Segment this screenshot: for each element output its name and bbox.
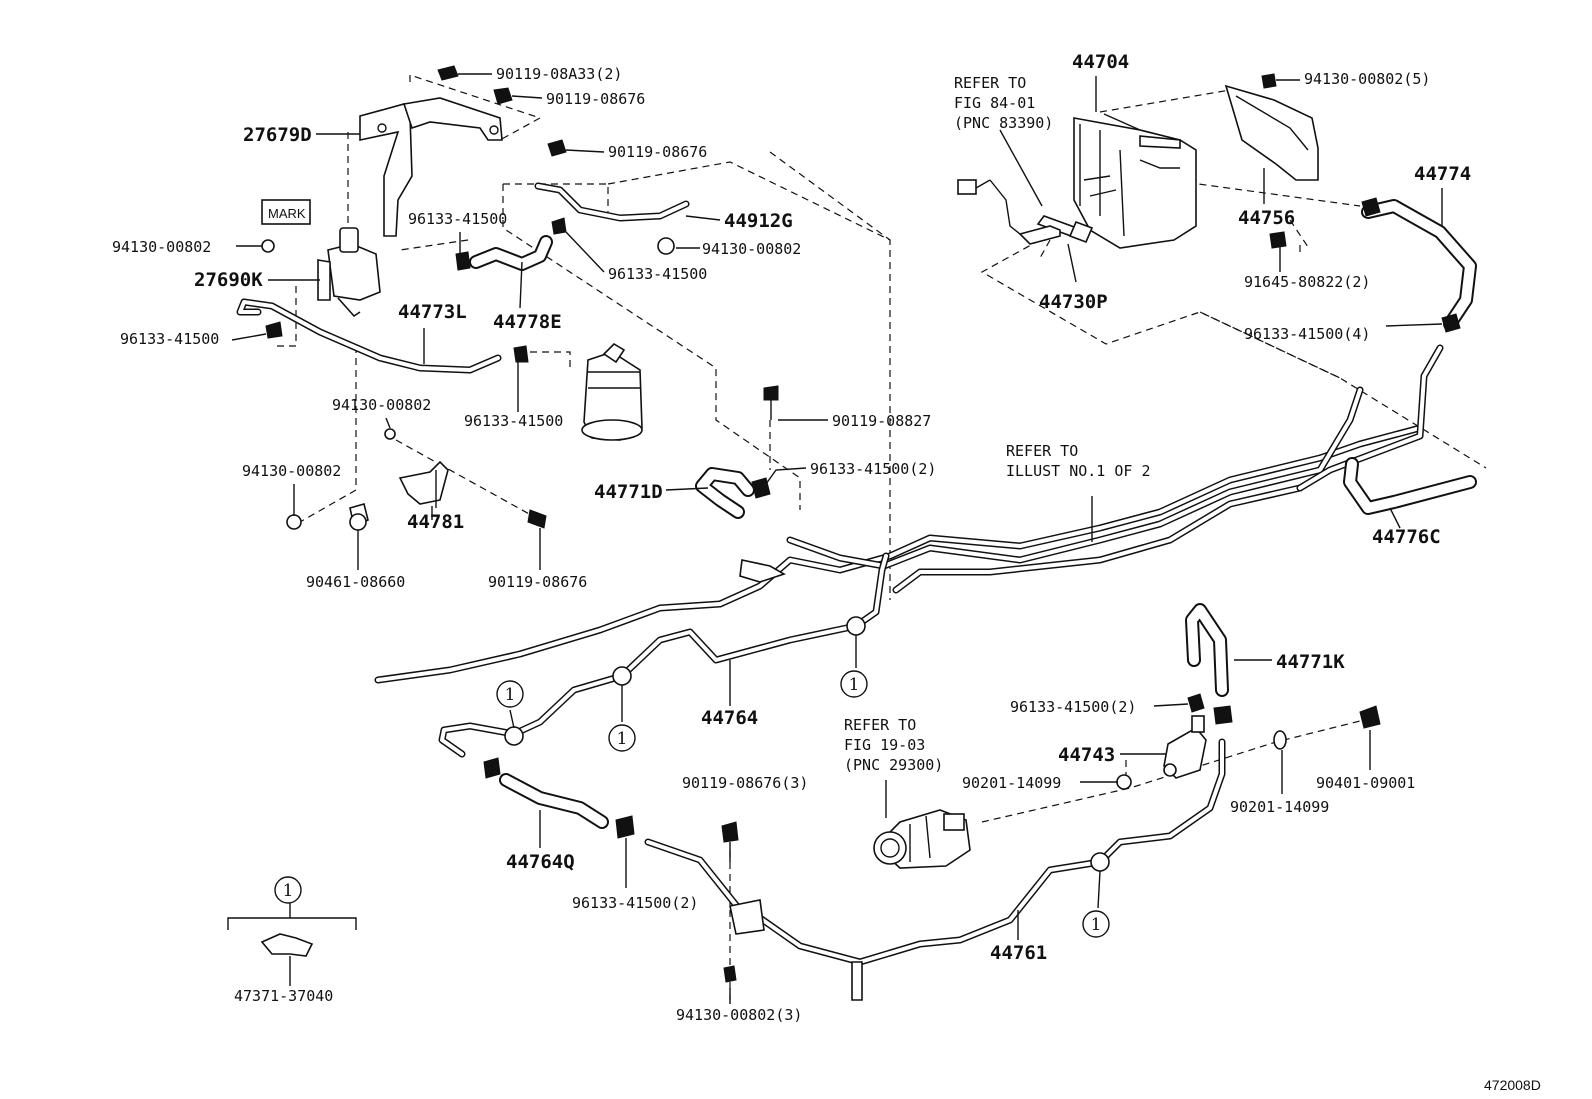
part-number-labels: 90119-08A33(2) 90119-08676 27679D 90119-086…	[112, 51, 1471, 1024]
callout-circle: 1	[840, 670, 868, 698]
canister-44704	[1073, 113, 1197, 249]
diagram-code: 472008D	[1484, 1077, 1541, 1093]
reference-line: FIG 19-03	[844, 736, 925, 754]
part-label-l20: 44781	[407, 511, 464, 533]
part-label-l9: 96133-41500	[608, 265, 707, 283]
callout-ring	[274, 876, 302, 904]
reference-note-r1: REFER TO FIG 84-01 (PNC 83390)	[954, 74, 1053, 132]
clamp-bracket-lower	[729, 559, 863, 1001]
callout-ring	[496, 680, 524, 708]
part-label-l21: 90461-08660	[306, 573, 405, 591]
mark-label: MARK	[268, 206, 306, 221]
callout-number: 1	[1091, 915, 1102, 935]
part-label-l4: 90119-08676	[608, 143, 707, 161]
part-label-l34: 44743	[1058, 744, 1115, 766]
part-label-l22: 90119-08676	[488, 573, 587, 591]
part-label-l41: 44761	[990, 942, 1047, 964]
vsv-44743	[1163, 715, 1207, 779]
part-label-l24: 94130-00802(5)	[1304, 70, 1430, 88]
part-label-l3: 27679D	[243, 124, 312, 146]
reference-note-r3: REFER TO FIG 19-03 (PNC 29300)	[844, 716, 943, 774]
reference-line: (PNC 83390)	[954, 114, 1053, 132]
bracket-44756	[1224, 84, 1319, 181]
part-label-l18: 96133-41500(2)	[810, 460, 936, 478]
part-label-l35: 90201-14099	[962, 774, 1061, 792]
fasteners	[261, 65, 1461, 983]
part-label-l27: 91645-80822(2)	[1244, 273, 1370, 291]
part-label-l38: 90201-14099	[1230, 798, 1329, 816]
part-label-l42: 47371-37040	[234, 987, 333, 1005]
leader-lines	[231, 73, 1443, 1004]
reference-line: ILLUST NO.1 OF 2	[1006, 462, 1151, 480]
junctions	[504, 616, 1110, 909]
callout-ring	[608, 724, 636, 752]
reference-line: FIG 84-01	[954, 94, 1035, 112]
part-label-l6: 96133-41500	[408, 210, 507, 228]
cross-reference-notes: REFER TO FIG 84-01 (PNC 83390) REFER TO ILLU…	[844, 74, 1151, 774]
callout-circle: 1	[1082, 910, 1110, 938]
part-label-l31: 44771K	[1276, 651, 1345, 673]
part-label-l29: 96133-41500(4)	[1244, 325, 1370, 343]
reference-line: (PNC 29300)	[844, 756, 943, 774]
part-label-l26: 44756	[1238, 207, 1295, 229]
part-label-l13: 96133-41500	[120, 330, 219, 348]
clip-47371	[227, 902, 357, 986]
reference-line: REFER TO	[1006, 442, 1078, 460]
callout-number: 1	[283, 881, 294, 901]
part-label-l7: 94130-00802	[112, 238, 211, 256]
part-label-l2: 90119-08676	[546, 90, 645, 108]
callout-circle: 1	[496, 680, 524, 708]
part-label-l19: 44771D	[594, 481, 663, 503]
callout-number: 1	[505, 685, 516, 705]
callout-markers: 1 1 1 1 1	[274, 670, 1110, 938]
part-label-l17: 94130-00802	[242, 462, 341, 480]
callout-number: 1	[849, 675, 860, 695]
reference-line: REFER TO	[954, 74, 1026, 92]
sensor-44730p	[957, 129, 1094, 245]
part-label-l36: 90401-09001	[1316, 774, 1415, 792]
callout-circle: 1	[608, 724, 636, 752]
part-label-l32: 44764	[701, 707, 758, 729]
callout-circle: 1	[274, 876, 302, 904]
tube-bundle	[236, 182, 1444, 966]
part-label-l37: 90119-08676(3)	[682, 774, 808, 792]
part-label-l25: 44774	[1414, 163, 1471, 185]
callout-number: 1	[617, 729, 628, 749]
hoses	[469, 199, 1477, 829]
part-label-l11: 44773L	[398, 301, 467, 323]
component-29300	[873, 809, 971, 869]
bracket-27679d	[359, 97, 503, 237]
part-label-l33: 96133-41500(2)	[1010, 698, 1136, 716]
part-label-l10: 27690K	[194, 269, 263, 291]
reference-note-r2: REFER TO ILLUST NO.1 OF 2	[1006, 442, 1151, 480]
part-label-l30: 44776C	[1372, 526, 1441, 548]
reference-line: REFER TO	[844, 716, 916, 734]
part-label-l43: 94130-00802(3)	[676, 1006, 802, 1024]
part-label-l8: 94130-00802	[702, 240, 801, 258]
part-label-l39: 44764Q	[506, 851, 575, 873]
vacuum-tank	[581, 342, 643, 441]
part-label-l16: 90119-08827	[832, 412, 931, 430]
dashed-guides	[272, 74, 1487, 1000]
part-label-l23: 44704	[1072, 51, 1129, 73]
part-label-l15: 96133-41500	[464, 412, 563, 430]
part-label-l28: 44730P	[1039, 291, 1108, 313]
part-label-l40: 96133-41500(2)	[572, 894, 698, 912]
vsv-27690k	[261, 199, 381, 318]
callout-ring	[1082, 910, 1110, 938]
part-label-l14: 94130-00802	[332, 396, 431, 414]
callout-ring	[840, 670, 868, 698]
part-label-l5: 44912G	[724, 210, 793, 232]
part-label-l12: 44778E	[493, 311, 562, 333]
part-label-l1: 90119-08A33(2)	[496, 65, 622, 83]
